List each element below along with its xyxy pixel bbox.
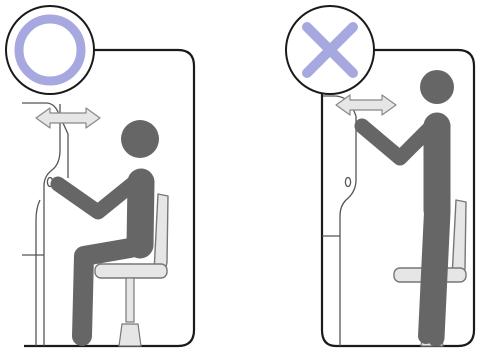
double-arrow-icon xyxy=(336,95,396,115)
wall-lines xyxy=(322,96,356,346)
circle-ok-icon xyxy=(6,6,94,94)
arm xyxy=(362,126,430,158)
arm xyxy=(58,182,135,212)
double-arrow-icon xyxy=(36,108,100,128)
panel-incorrect xyxy=(286,6,474,346)
head xyxy=(121,120,159,158)
person-seated xyxy=(58,120,159,336)
head xyxy=(420,70,454,104)
leg xyxy=(82,248,130,336)
wall-lines xyxy=(22,103,68,346)
cross-ng-icon xyxy=(286,6,374,94)
handle-knob xyxy=(345,178,350,187)
panel-correct xyxy=(6,6,194,346)
leg-front xyxy=(436,212,442,338)
torso xyxy=(140,182,141,245)
